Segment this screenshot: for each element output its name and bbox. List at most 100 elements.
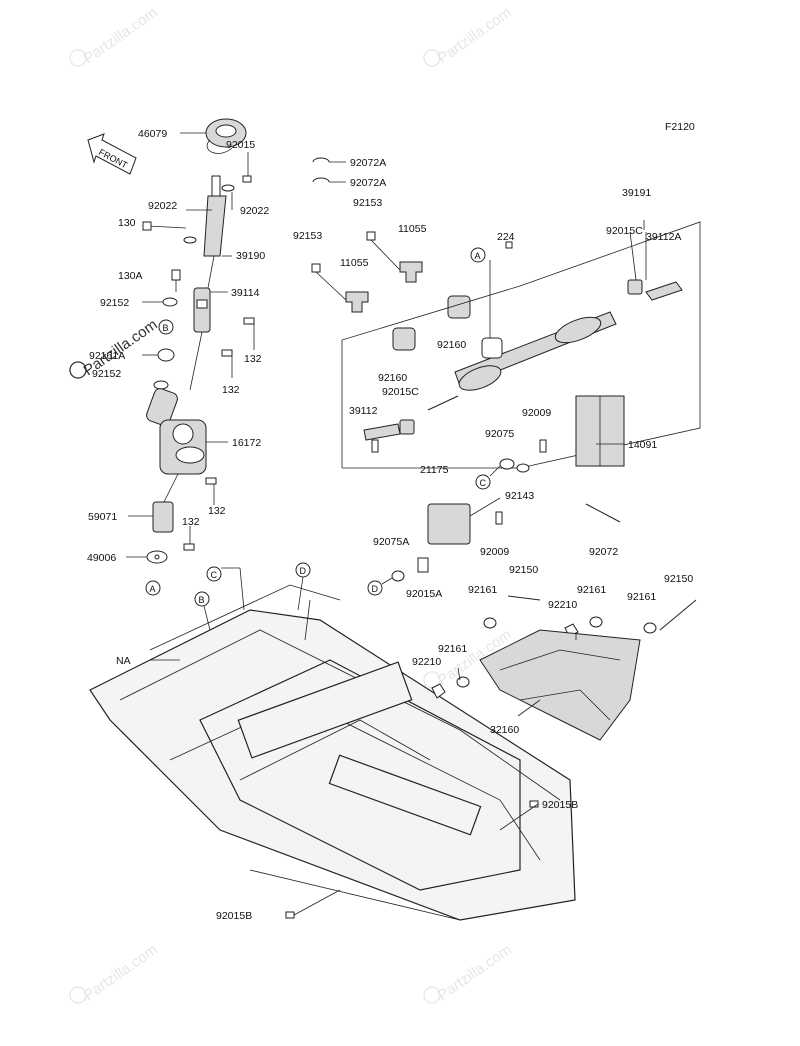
ref-marker-b: B bbox=[158, 319, 174, 335]
bolt-92153 bbox=[311, 263, 321, 273]
part-label: 224 bbox=[497, 231, 515, 243]
grommet-92075 bbox=[499, 458, 515, 470]
part-label: 92075 bbox=[485, 428, 514, 440]
steering-rack-group bbox=[311, 157, 701, 469]
watermark: Partzilla.com bbox=[423, 4, 515, 67]
part-label: 92150 bbox=[664, 573, 693, 585]
watermark: Partzilla.com bbox=[423, 941, 515, 1004]
frame-assembly bbox=[89, 584, 576, 921]
part-label: 92015B bbox=[542, 799, 578, 811]
ref-marker-a: A bbox=[145, 580, 161, 596]
nut-92015 bbox=[242, 175, 252, 183]
part-label: 130A bbox=[118, 270, 143, 282]
svg-text:Partzilla.com: Partzilla.com bbox=[81, 941, 161, 1004]
suspension-arm-32160 bbox=[479, 629, 641, 741]
bolt-92150 bbox=[659, 599, 697, 631]
part-label: 92009 bbox=[522, 407, 551, 419]
ref-marker-c: C bbox=[475, 465, 501, 490]
part-label: 92161 bbox=[577, 584, 606, 596]
part-label: 92015C bbox=[382, 386, 419, 398]
part-label: 92015 bbox=[226, 139, 255, 151]
part-label: 46079 bbox=[138, 128, 167, 140]
part-label: 92160 bbox=[437, 339, 466, 351]
svg-text:D: D bbox=[372, 584, 379, 594]
part-label: 39112A bbox=[646, 231, 681, 243]
bolt-132 bbox=[243, 317, 255, 325]
svg-text:B: B bbox=[163, 323, 169, 333]
part-label: 132 bbox=[244, 353, 262, 365]
controller-21175 bbox=[427, 503, 471, 545]
steering-shaft-39190 bbox=[203, 195, 227, 257]
grommet-92152 bbox=[153, 380, 169, 390]
part-label: 92160 bbox=[378, 372, 407, 384]
part-label: 132 bbox=[208, 505, 226, 517]
band-92072 bbox=[585, 503, 621, 523]
ref-marker-d: D bbox=[295, 562, 311, 611]
part-label: 92152 bbox=[100, 297, 129, 309]
bolt-92153 bbox=[366, 231, 376, 241]
collar-92015A bbox=[417, 557, 429, 573]
clip-92072A bbox=[312, 177, 330, 183]
bushing-92161A bbox=[157, 348, 175, 362]
svg-text:B: B bbox=[199, 595, 205, 605]
leader-lines bbox=[126, 132, 647, 717]
part-label: 92210 bbox=[412, 656, 441, 668]
watermark: Partzilla.com bbox=[69, 4, 161, 67]
steering-column-group bbox=[142, 118, 255, 564]
part-label: 92022 bbox=[148, 200, 177, 212]
washer-92022 bbox=[221, 184, 235, 192]
motor-16172 bbox=[146, 388, 178, 426]
part-label: 92210 bbox=[548, 599, 577, 611]
part-label: 132 bbox=[222, 384, 240, 396]
part-label: 39112 bbox=[349, 405, 378, 417]
svg-text:Partzilla.com: Partzilla.com bbox=[435, 941, 515, 1004]
part-label: 92022 bbox=[240, 205, 269, 217]
part-label: 92150 bbox=[509, 564, 538, 576]
nut-92210 bbox=[431, 683, 446, 699]
part-labels: 46079 92015 92022 92022 130 39190 130A 3… bbox=[87, 128, 693, 922]
part-label: 92015A bbox=[406, 588, 442, 600]
universal-joint-39114 bbox=[193, 287, 211, 333]
part-label: 92153 bbox=[353, 197, 382, 209]
tie-rod-end-39112A bbox=[645, 281, 683, 301]
front-direction-arrow: FRONT bbox=[87, 133, 137, 175]
part-label: 92015C bbox=[606, 225, 643, 237]
part-label: 16172 bbox=[232, 437, 261, 449]
part-label: 21175 bbox=[420, 464, 449, 476]
electrical-components-group bbox=[391, 395, 625, 582]
ref-marker-d: D bbox=[367, 577, 393, 596]
ref-marker-a: A bbox=[470, 247, 486, 263]
watermark: Partzilla.com bbox=[69, 941, 161, 1004]
part-label: NA bbox=[116, 655, 131, 667]
part-label: 92152 bbox=[92, 368, 121, 380]
clip-92072A bbox=[312, 157, 330, 163]
figure-code: F2120 bbox=[665, 121, 695, 133]
part-label: 92161A bbox=[89, 350, 125, 362]
part-label: 92143 bbox=[505, 490, 534, 502]
nut-224 bbox=[505, 241, 513, 249]
svg-text:C: C bbox=[211, 570, 218, 580]
svg-text:A: A bbox=[475, 251, 481, 261]
bolt-130 bbox=[142, 221, 152, 231]
spacer-92015C bbox=[399, 419, 415, 435]
part-label: 92161 bbox=[438, 643, 467, 655]
grommet-92152 bbox=[162, 297, 178, 307]
bolt-92150 bbox=[507, 595, 541, 601]
bolt-130A bbox=[171, 269, 181, 281]
bushing-92160 bbox=[447, 295, 471, 319]
part-label: 32160 bbox=[490, 724, 519, 736]
tie-rod-end-39112 bbox=[363, 423, 401, 441]
steering-rack-39191 bbox=[427, 260, 617, 411]
part-label: 14091 bbox=[628, 439, 657, 451]
part-label: 92009 bbox=[480, 546, 509, 558]
svg-text:D: D bbox=[300, 566, 307, 576]
grommet-92075A bbox=[391, 570, 405, 582]
bolt-132 bbox=[205, 477, 217, 485]
part-label: 39190 bbox=[236, 250, 265, 262]
bushing-92161 bbox=[589, 616, 603, 628]
svg-text:Partzilla.com: Partzilla.com bbox=[435, 4, 515, 67]
part-label: 92072 bbox=[589, 546, 618, 558]
bracket-11055 bbox=[345, 291, 369, 313]
